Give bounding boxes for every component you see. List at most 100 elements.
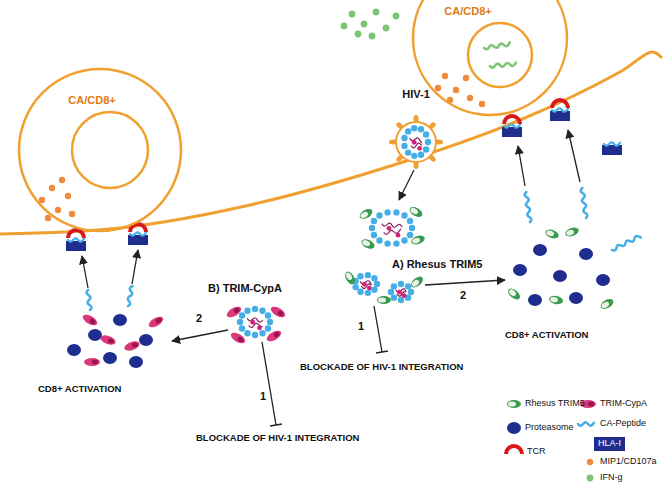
proteasome: [113, 314, 127, 326]
proteasome: [533, 244, 547, 256]
rhesus-trim5: [599, 297, 615, 311]
legend-label: MIP1/CD107a: [600, 457, 657, 467]
cell-label: CA/CD8+: [444, 5, 491, 17]
capsid-subunit: [365, 272, 371, 278]
proteasome: [67, 344, 81, 356]
pathway-label: B) TRIM-CypA: [208, 282, 282, 294]
legend-label: CA-Peptide: [600, 419, 646, 429]
trim-cypa: [84, 358, 100, 366]
mip1-granule: [587, 459, 593, 465]
mip1-granule: [49, 185, 55, 191]
capsid-subunit: [244, 330, 250, 336]
arrow: [132, 250, 138, 284]
arrow: [425, 280, 505, 285]
step-number: 1: [260, 390, 266, 402]
arrow: [399, 170, 414, 200]
hla-symbol: [128, 235, 148, 245]
hla-symbol: [550, 111, 570, 121]
capsid-subunit: [405, 128, 411, 134]
proteasome: [139, 334, 153, 346]
capsid-subunit: [391, 283, 397, 289]
cell-outline: [413, 0, 567, 115]
tcr-symbol: [550, 98, 570, 108]
cell-outline: [19, 69, 181, 231]
mip1-granule: [442, 73, 448, 79]
rhesus-trim5: [358, 207, 374, 221]
trim-cypa: [265, 329, 283, 344]
rhesus-trim5: [564, 226, 580, 238]
virion-label: HIV-1: [402, 88, 430, 100]
capsid-subunit: [259, 308, 265, 314]
outcome-label: CD8+ ACTIVATION: [505, 330, 588, 340]
integrase-dot: [250, 320, 255, 325]
legend-label: IFN-g: [600, 473, 623, 483]
trim-cypa: [99, 334, 117, 347]
legend-icons: [504, 400, 596, 481]
capsid-subunit: [357, 289, 363, 295]
mip1-granule: [467, 95, 473, 101]
illustration-group: [0, 9, 662, 426]
proteasome: [569, 292, 583, 304]
capsid-subunit: [411, 153, 417, 159]
ca-peptide: [604, 142, 620, 145]
proteasome: [129, 356, 143, 368]
capsid-subunit: [239, 325, 245, 331]
capsid-subunit: [405, 149, 411, 155]
arrow: [518, 146, 525, 186]
legend-label: Rhesus TRIM5: [525, 399, 585, 409]
ifn-g-granule: [341, 23, 348, 30]
capsid-subunit: [391, 294, 397, 300]
trim-cypa: [269, 305, 287, 320]
capsid-subunit: [384, 240, 390, 246]
integrase-dot: [397, 290, 402, 295]
ifn-g-granule: [373, 9, 380, 16]
capsid-subunit: [411, 125, 417, 131]
tcr-symbol: [504, 444, 524, 454]
capsid-subunit: [418, 126, 424, 132]
cd8-cell: CA/CD8+: [412, 0, 568, 116]
ca-peptide: [612, 236, 641, 251]
capsid-subunit: [374, 281, 380, 287]
legend-label: TCR: [527, 447, 546, 457]
hla-symbol: [602, 145, 622, 155]
capsid-subunit: [369, 225, 375, 231]
capsid-subunit: [401, 212, 407, 218]
mip1-granule: [45, 215, 51, 221]
ifn-g-granule: [349, 11, 356, 18]
capsid-subunit: [267, 319, 273, 325]
ifn-g-transcript: [484, 42, 510, 49]
capsid-subunit: [401, 143, 407, 149]
proteasome: [528, 294, 542, 306]
ifn-g-granule: [383, 25, 390, 32]
rhesus-trim5: [506, 286, 522, 301]
hla-symbol: [66, 241, 86, 251]
viral-rna: [382, 223, 402, 227]
rhesus-trim5: [343, 270, 357, 286]
capsid-subunit: [239, 312, 245, 318]
legend-label: Proteasome: [525, 423, 574, 433]
integrase-dot: [387, 226, 392, 231]
trim-cypa: [81, 313, 99, 328]
integrase-dot: [362, 282, 367, 287]
capsid-subunit: [376, 237, 382, 243]
capsid-subunit: [401, 237, 407, 243]
proteasome: [103, 352, 117, 364]
cell-outline: [412, 0, 568, 116]
rhesus-trim5: [409, 274, 425, 289]
ifn-g-granule: [393, 13, 400, 20]
cd8-cell: CA/CD8+: [18, 68, 182, 232]
capsid-subunit: [407, 232, 413, 238]
nucleus-outline: [468, 23, 532, 87]
outcome-label: CD8+ ACTIVATION: [38, 384, 121, 394]
integrase-dot: [402, 293, 407, 298]
hla-symbol: [502, 127, 522, 137]
mip1-granule: [59, 177, 65, 183]
trim-cypa: [229, 331, 247, 346]
capsid-subunit: [405, 283, 411, 289]
capsid-subunit: [425, 139, 431, 145]
mip1-granule: [39, 197, 45, 203]
ifn-g-granule: [369, 33, 376, 40]
outcome-label: BLOCKADE OF HIV-1 INTEGRATION: [300, 362, 463, 372]
virion-outline: [388, 88, 444, 170]
